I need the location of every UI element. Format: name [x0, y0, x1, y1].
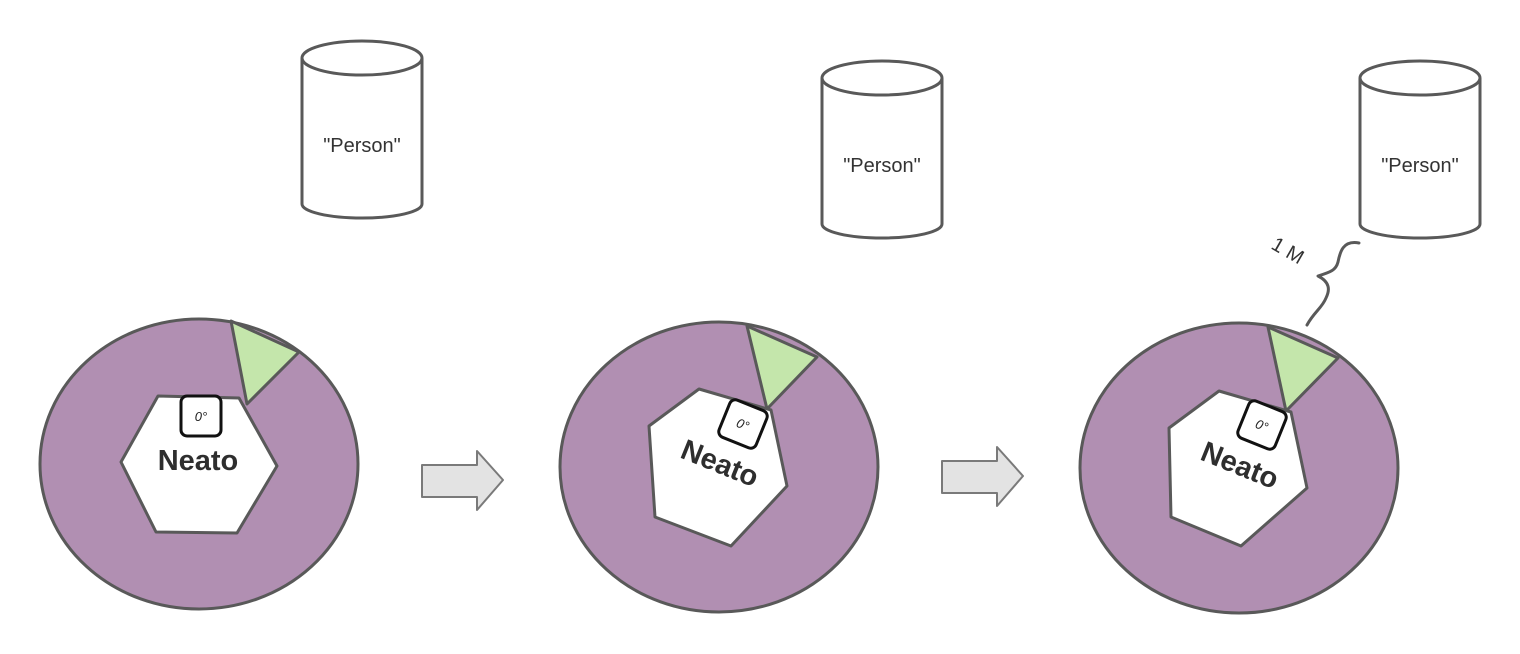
neato-robot-2: Neato 0°	[647, 387, 789, 548]
view-wedge-1	[229, 319, 301, 406]
person-label-3: "Person"	[1381, 155, 1459, 177]
neato-robot-3: Neato 0°	[1167, 389, 1309, 548]
person-cylinder-1: "Person"	[300, 39, 424, 220]
heading-sensor-3: 0°	[1236, 399, 1288, 451]
right-arrow-icon	[421, 450, 504, 511]
heading-sensor-2: 0°	[717, 398, 769, 450]
person-cylinder-3: "Person"	[1358, 59, 1482, 240]
person-label-2: "Person"	[843, 155, 921, 177]
robot-body-1	[119, 394, 279, 535]
heading-label-1: 0°	[195, 409, 207, 424]
distance-label: 1 M	[1268, 233, 1308, 269]
panel-3: "Person" Neato 0° 1 M	[1078, 59, 1482, 615]
panel-2: "Person" Neato 0°	[558, 59, 944, 614]
heading-label-3: 0°	[1253, 416, 1270, 435]
robot-label-1: Neato	[158, 445, 239, 477]
distance-brace: 1 M	[1268, 233, 1361, 327]
neato-robot-1: Neato 0°	[119, 394, 279, 535]
heading-sensor-1: 0°	[179, 394, 223, 438]
view-wedge-2	[745, 324, 819, 411]
heading-label-2: 0°	[734, 415, 751, 434]
right-arrow-icon	[941, 446, 1024, 507]
person-cylinder-2: "Person"	[820, 59, 944, 240]
view-wedge-3	[1266, 325, 1340, 413]
panel-1: "Person" Neato 0°	[38, 39, 424, 611]
person-label-1: "Person"	[323, 135, 401, 157]
